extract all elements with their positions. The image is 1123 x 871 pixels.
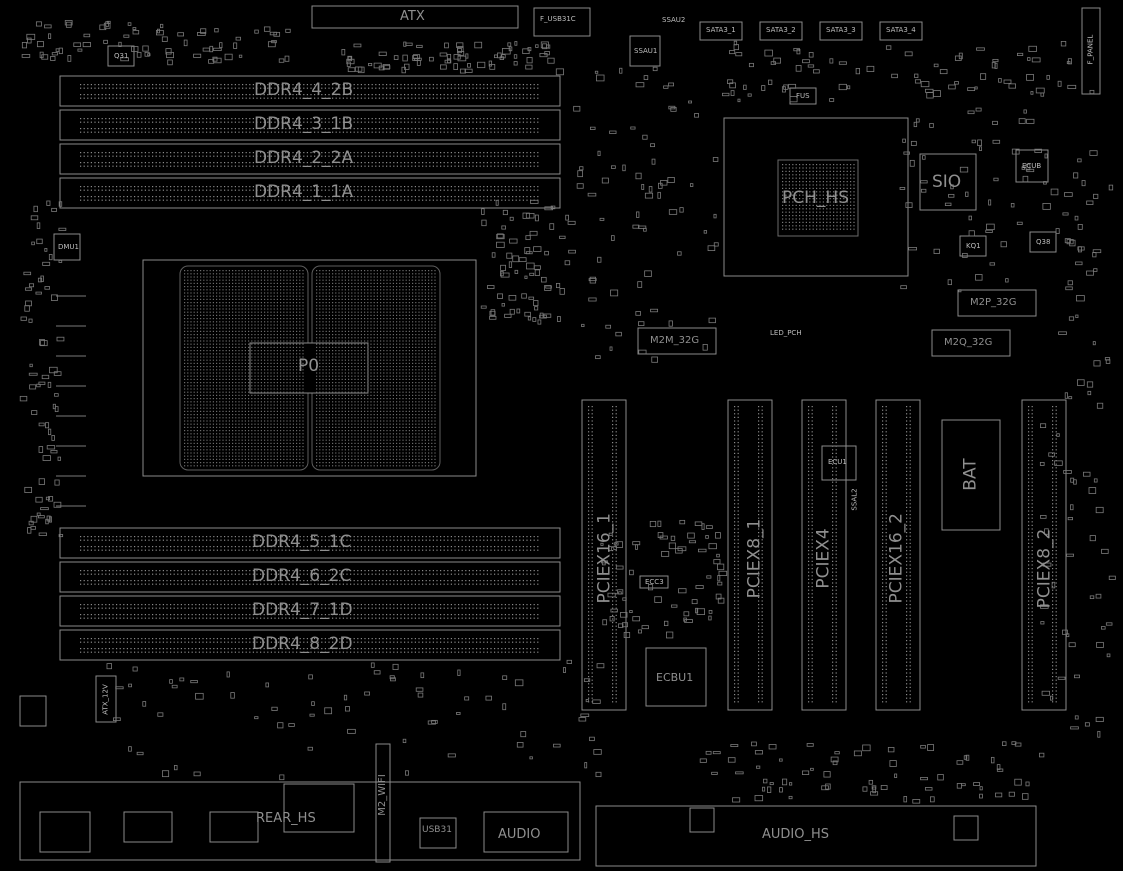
- fus-label: FUS: [796, 92, 810, 100]
- ecub-chip: [1015, 149, 1049, 183]
- atx-label: ATX: [400, 9, 425, 24]
- rear-hs-block: [283, 783, 355, 833]
- dimm-label-ddr4-7: DDR4_7_1D: [252, 600, 353, 620]
- dimm-slot-ddr4-6: [59, 561, 561, 593]
- sio-chip: [919, 153, 977, 211]
- sio-label: SIO: [932, 172, 962, 192]
- pciex8-1-slot: [727, 399, 773, 711]
- dmu1-label: DMU1: [58, 243, 80, 251]
- ecu1-label: ECU1: [828, 458, 847, 466]
- f-panel-label: F_PANEL: [1086, 34, 1095, 65]
- pciex16-2-label: PCIEX16_2: [886, 513, 907, 604]
- sata3-4-label: SATA3_4: [886, 26, 916, 34]
- cpu-socket-label: P0: [298, 356, 320, 376]
- atx-12v-label: ATX_12V: [101, 684, 110, 715]
- m2p-label: M2P_32G: [970, 297, 1017, 308]
- pciex8-2-label: PCIEX8_2: [1034, 528, 1055, 609]
- atx-connector: [311, 5, 519, 29]
- pch-outline: [723, 117, 909, 277]
- pciex4-label: PCIEX4: [813, 528, 834, 589]
- m2-wifi-slot: [375, 743, 391, 863]
- dimm-label-ddr4-4: DDR4_4_2B: [254, 80, 354, 100]
- pciex16-1-slot: [581, 399, 627, 711]
- rear-hs-label: REAR_HS: [256, 811, 316, 826]
- m2m-slot: [637, 327, 717, 355]
- sata3-2-label: SATA3_2: [766, 26, 796, 34]
- dimm-label-ddr4-8: DDR4_8_2D: [252, 634, 353, 654]
- f-usb31c-connector: [533, 7, 591, 37]
- f-usb31c-label: F_USB31C: [540, 15, 576, 23]
- m2m-label: M2M_32G: [650, 335, 700, 346]
- q38-label: Q38: [1036, 238, 1051, 246]
- m2q-label: M2Q_32G: [944, 337, 993, 348]
- dimm-slot-ddr4-1: [59, 177, 561, 209]
- cpu-socket-outline: [142, 259, 477, 477]
- sata3-1-label: SATA3_1: [706, 26, 736, 34]
- dimm-slot-ddr4-4: [59, 75, 561, 107]
- ssau1-label: SSAU1: [634, 47, 658, 55]
- dimm-slot-ddr4-7: [59, 595, 561, 627]
- dimm-label-ddr4-5: DDR4_5_1C: [252, 532, 352, 552]
- led-pch-label: LED_PCH: [770, 329, 802, 337]
- ssal2-label: SSAL2: [850, 488, 859, 511]
- pciex16-2-slot: [875, 399, 921, 711]
- ecub-label: ECUB: [1022, 162, 1042, 170]
- battery-label: BAT: [960, 458, 981, 491]
- ecc3-label: ECC3: [645, 578, 664, 586]
- dimm-slot-ddr4-5: [59, 527, 561, 559]
- pciex8-1-label: PCIEX8_1: [744, 518, 765, 599]
- audio-hs-label: AUDIO_HS: [762, 827, 830, 842]
- battery-outline: [941, 419, 1001, 531]
- m2q-slot: [931, 329, 1011, 357]
- sata3-3-label: SATA3_3: [826, 26, 856, 34]
- usb31-label: USB31: [422, 825, 452, 835]
- dimm-label-ddr4-3: DDR4_3_1B: [254, 114, 354, 134]
- kq1-label: KQ1: [966, 242, 981, 250]
- ecu1-chip: [821, 445, 857, 481]
- audio-label: AUDIO: [498, 827, 541, 842]
- pciex4-slot: [801, 399, 847, 711]
- dimm-slot-ddr4-8: [59, 629, 561, 661]
- dimm-label-ddr4-1: DDR4_1_1A: [254, 182, 354, 202]
- ecbu1-label: ECBU1: [656, 671, 694, 684]
- pciex8-2-slot: [1021, 399, 1067, 711]
- usb31-port: [419, 817, 457, 849]
- dimm-slot-ddr4-2: [59, 143, 561, 175]
- pciex16-1-label: PCIEX16_1: [594, 513, 615, 604]
- q31-label: Q31: [114, 52, 129, 60]
- ecbu1-chip: [645, 647, 707, 707]
- audio-jack-block: [483, 811, 569, 853]
- dimm-slot-ddr4-3: [59, 109, 561, 141]
- m2-wifi-label: M2_WIFI: [377, 774, 388, 816]
- dimm-label-ddr4-2: DDR4_2_2A: [254, 148, 354, 168]
- ssau2-label: SSAU2: [662, 16, 686, 24]
- dimm-label-ddr4-6: DDR4_6_2C: [252, 566, 352, 586]
- m2p-slot: [957, 289, 1037, 317]
- pch-label: PCH_HS: [782, 188, 849, 208]
